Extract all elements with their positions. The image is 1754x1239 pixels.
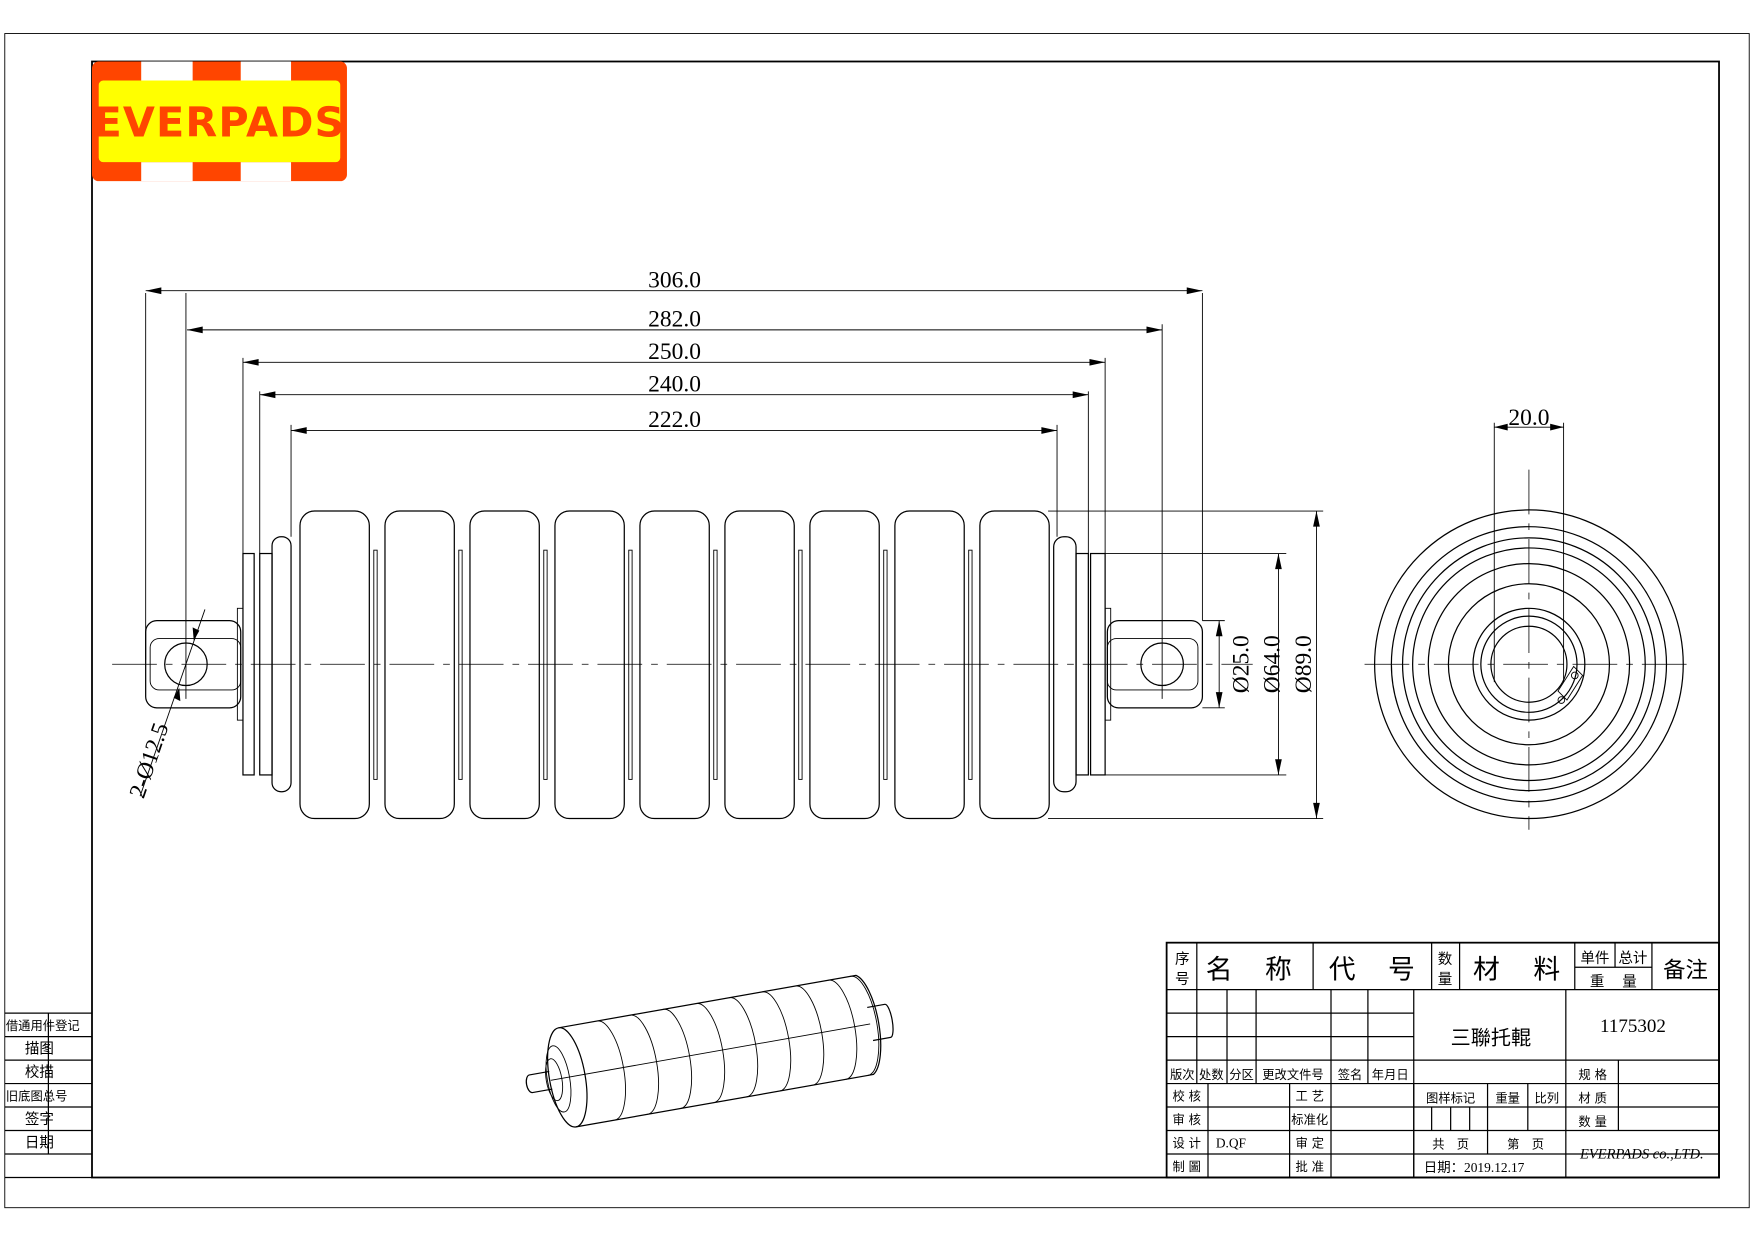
roller-disc: [894, 510, 965, 820]
left-column-label: 签字: [25, 1111, 54, 1128]
header-seq: 序: [1175, 951, 1190, 968]
roller-disc: [979, 510, 1050, 820]
revision-header: 年月日: [1372, 1068, 1409, 1082]
page-number: 第 页: [1507, 1137, 1544, 1151]
company-name: EVERPADS co.,LTD.: [1579, 1146, 1704, 1162]
outer-diameter-label: Ø89.0: [1291, 635, 1317, 693]
left-column-label: 日期: [25, 1134, 54, 1151]
drawing-frame: [91, 60, 1720, 1179]
length-dimension: 282.0: [187, 307, 1163, 334]
header-unit-weight: 单件: [1580, 950, 1609, 967]
revision-header: 分区: [1229, 1068, 1254, 1082]
signoff-label: 审 核: [1172, 1112, 1201, 1127]
header-material: 材: [1473, 954, 1500, 985]
revision-header: 处数: [1199, 1067, 1224, 1082]
signoff-label: 批 准: [1295, 1159, 1324, 1174]
disc-spacer: [543, 549, 548, 780]
signoff-label: 标准化: [1291, 1113, 1328, 1127]
total-pages: 共 页: [1432, 1137, 1469, 1151]
header-weight: 重: [1590, 973, 1605, 990]
header-total-weight: 总计: [1618, 950, 1647, 967]
header-seq: 号: [1175, 972, 1190, 988]
circlip: [1557, 665, 1584, 701]
revision-header: 签名: [1338, 1067, 1363, 1082]
header-qty: 量: [1438, 972, 1453, 988]
length-dimension-label: 222.0: [648, 407, 701, 433]
flat-width-label: 20.0: [1508, 405, 1549, 431]
pattern-mark-label: 图样标记: [1426, 1091, 1475, 1106]
left-column-label: 借通用件登记: [6, 1018, 80, 1033]
length-dimension: 240.0: [259, 371, 1089, 399]
length-dimension-label: 306.0: [648, 267, 701, 293]
header-name: 名: [1206, 954, 1233, 985]
disc-spacer: [373, 549, 378, 780]
signoff-label: 工 艺: [1295, 1089, 1324, 1103]
length-dimension-label: 282.0: [648, 307, 701, 333]
left-column-label: 校描: [25, 1064, 54, 1081]
signoff-label: 制 圖: [1172, 1160, 1201, 1174]
left-end-ring: [271, 536, 292, 793]
drawing-number: 1175302: [1600, 1016, 1666, 1037]
signoff-label: 设 计: [1172, 1136, 1201, 1150]
iso-left-shaft: [525, 1070, 553, 1094]
quantity-label: 数 量: [1578, 1114, 1607, 1129]
roller-disc: [809, 510, 880, 820]
spec-label: 规 格: [1578, 1067, 1607, 1082]
length-dimensions: 306.0 282.0 250.0 240.0 222.0: [145, 267, 1203, 434]
roller-end-view: 20.0: [1364, 405, 1695, 830]
header-code: 号: [1388, 954, 1415, 985]
left-flange: [242, 552, 255, 776]
header-qty: 数: [1438, 951, 1453, 968]
shaft-diameter-label: Ø25.0: [1228, 635, 1254, 693]
material-label: 材 质: [1578, 1092, 1607, 1106]
revision-header: 更改文件号: [1262, 1067, 1324, 1082]
revision-header: 版次: [1170, 1068, 1195, 1082]
length-dimension-label: 250.0: [648, 339, 701, 365]
header-code: 代: [1329, 954, 1356, 985]
disc-spacer: [458, 549, 463, 780]
outer-border: [4, 33, 1750, 1209]
iso-right-shaft: [867, 1003, 894, 1042]
disc-spacer: [883, 549, 888, 780]
iso-disc-edge: [850, 975, 880, 1076]
disc-spacer: [713, 549, 718, 780]
roller-disc: [554, 510, 625, 820]
scale-label: 比列: [1535, 1092, 1560, 1106]
weight-label: 重量: [1495, 1092, 1520, 1106]
header-material: 料: [1533, 954, 1560, 985]
hole-diameter-label: 2-Ø12.5: [125, 720, 175, 802]
length-dimension: 250.0: [242, 339, 1106, 366]
left-column-label: 旧底图总号: [6, 1088, 67, 1103]
header-remark: 备注: [1663, 957, 1708, 983]
logo-text: EVERPADS: [94, 98, 346, 146]
roller-front-view: Ø25.0 Ø64.0 Ø89.0 2-Ø12.5: [112, 292, 1324, 820]
roller-disc: [469, 510, 540, 820]
roller-disc: [639, 510, 710, 820]
roller-isometric-view: [525, 974, 894, 1128]
roller-disc: [384, 510, 455, 820]
roller-disc: [299, 510, 370, 820]
left-column-label: 描图: [25, 1040, 54, 1057]
signoff-label: 校 核: [1172, 1088, 1201, 1103]
everpads-logo: EVERPADS: [92, 61, 347, 182]
part-name: 三聯托輥: [1451, 1025, 1531, 1049]
signoff-value: D.QF: [1216, 1135, 1246, 1150]
length-dimension: 222.0: [291, 407, 1058, 434]
header-weight: 量: [1622, 974, 1637, 990]
disc-spacer: [798, 549, 803, 780]
length-dimension: 306.0: [145, 267, 1203, 295]
disc-spacer: [628, 549, 633, 780]
body-diameter-label: Ø64.0: [1260, 635, 1286, 693]
signoff-label: 审 定: [1295, 1135, 1324, 1150]
disc-spacer: [968, 549, 973, 780]
length-dimension-label: 240.0: [648, 371, 701, 397]
drawing-date: 日期：2019.12.17: [1424, 1160, 1525, 1175]
roller-disc: [724, 510, 795, 820]
header-name: 称: [1265, 954, 1292, 985]
